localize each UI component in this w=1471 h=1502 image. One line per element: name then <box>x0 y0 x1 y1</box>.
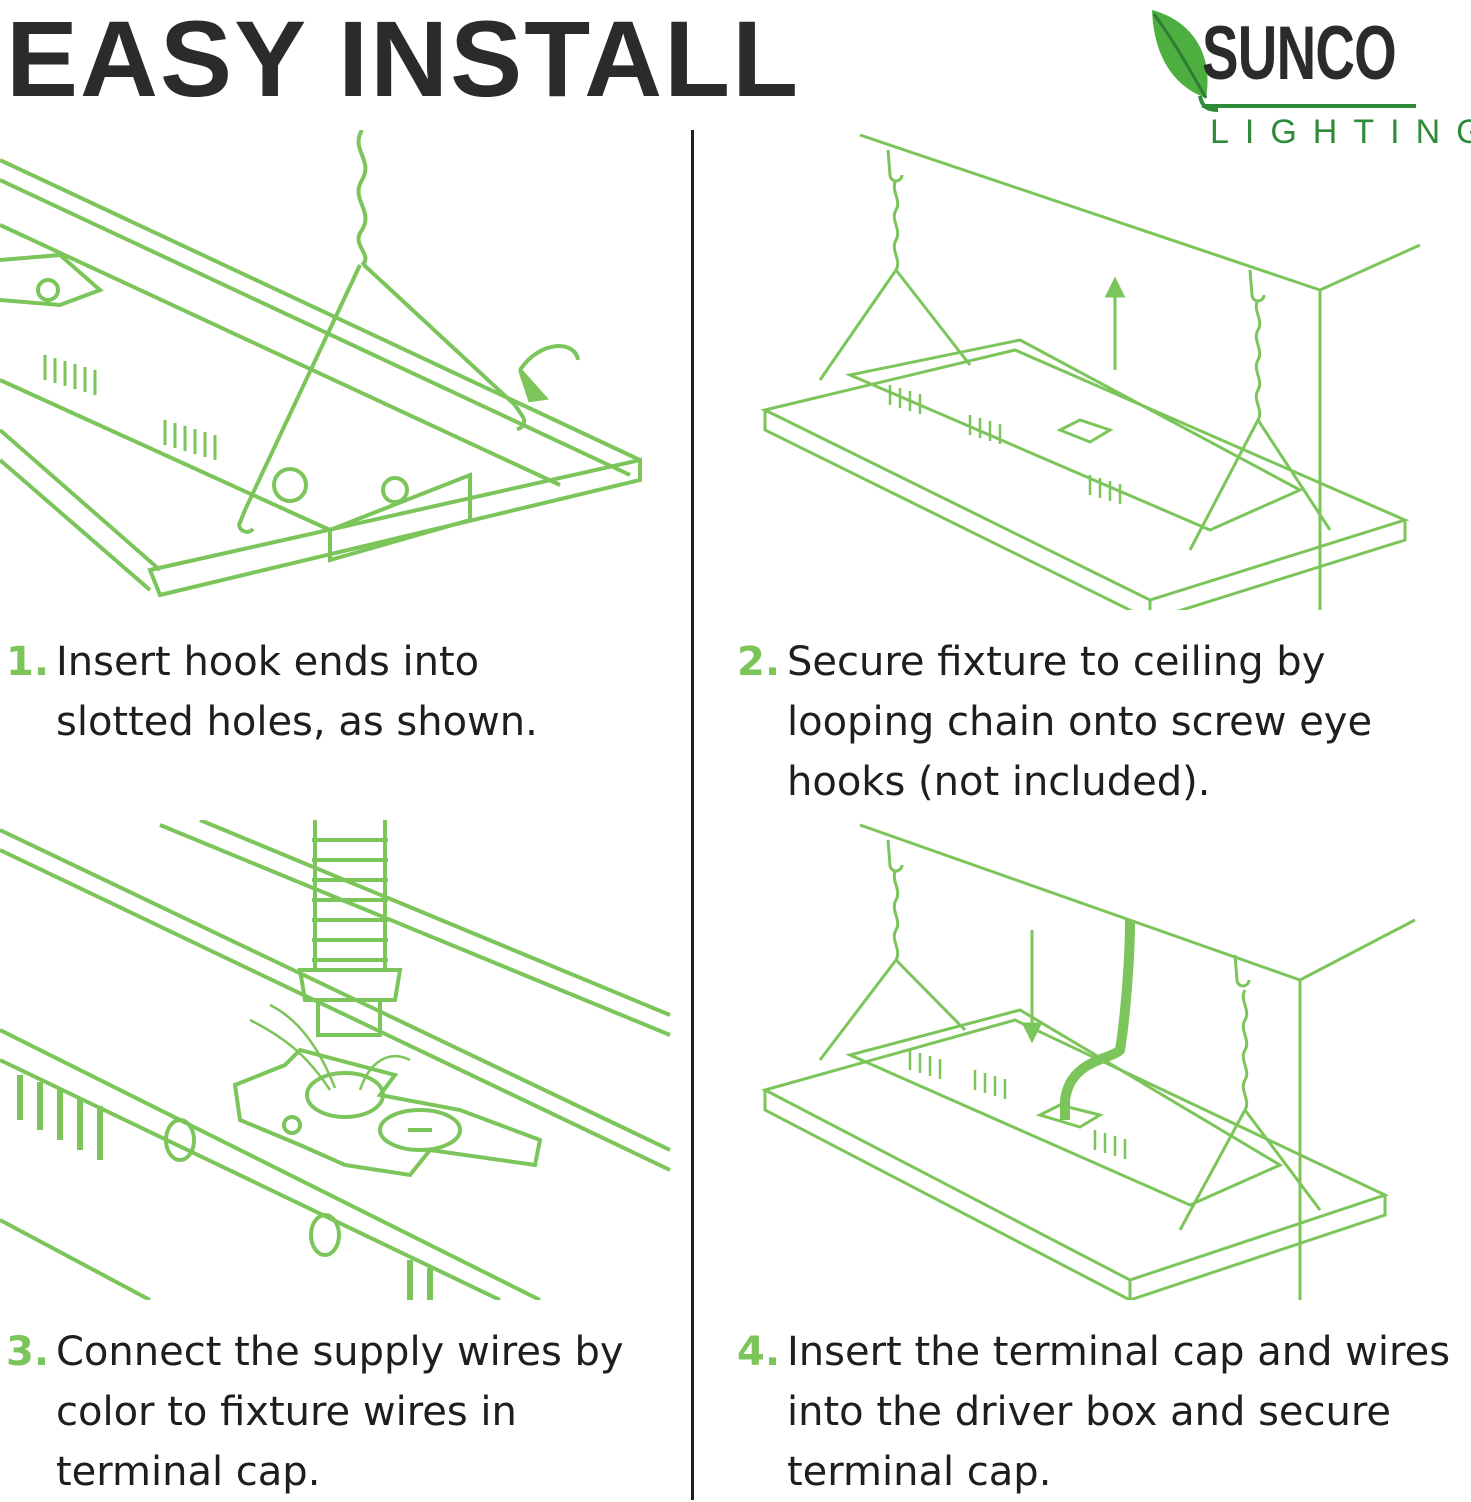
step-3: 3. Connect the supply wires by color to … <box>6 1322 676 1500</box>
logo-underline <box>1202 104 1416 108</box>
illustration-step-2 <box>740 130 1440 610</box>
step-number: 4. <box>737 1329 781 1375</box>
brand-logo: SUNCO LIGHTING <box>1140 4 1471 154</box>
illustration-step-1 <box>0 130 680 610</box>
step-number: 3. <box>6 1329 50 1375</box>
illustration-step-4 <box>740 820 1440 1300</box>
brand-tagline: LIGHTING <box>1210 113 1471 151</box>
page-title: EASY INSTALL <box>6 0 801 119</box>
step-text: Secure fixture to ceiling by looping cha… <box>787 639 1373 805</box>
step-number: 2. <box>737 639 781 685</box>
step-2: 2. Secure fixture to ceiling by looping … <box>737 632 1457 822</box>
step-text: Connect the supply wires by color to fix… <box>56 1329 624 1495</box>
step-text: Insert hook ends into slotted holes, as … <box>56 639 538 745</box>
column-divider <box>691 130 694 1500</box>
step-1: 1. Insert hook ends into slotted holes, … <box>6 632 676 762</box>
step-number: 1. <box>6 639 50 685</box>
step-text: Insert the terminal cap and wires into t… <box>787 1329 1451 1495</box>
brand-name: SUNCO <box>1202 11 1397 96</box>
step-4: 4. Insert the terminal cap and wires int… <box>737 1322 1467 1500</box>
illustration-step-3 <box>0 820 680 1300</box>
